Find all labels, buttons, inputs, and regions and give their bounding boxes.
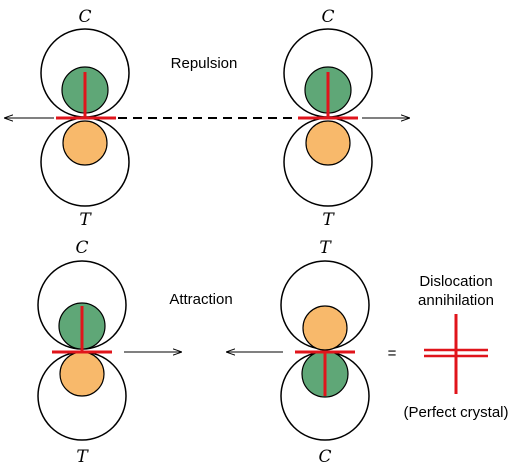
top-right-label-top: C xyxy=(321,7,334,27)
annihilated-dislocation-symbol xyxy=(424,314,488,394)
top-right-label-bottom: T xyxy=(322,210,335,230)
bottom-left-tension-atom xyxy=(59,351,105,397)
bottom-left-label-bottom: T xyxy=(76,447,89,467)
dislocation-annihilation-label-line1: Dislocation xyxy=(419,273,492,290)
bottom-right-pair: T C xyxy=(280,238,370,467)
bottom-right-label-top: T xyxy=(319,238,332,258)
bottom-left-pair: C T xyxy=(37,238,127,467)
attraction-label: Attraction xyxy=(169,291,232,308)
dislocation-annihilation-label-line2: annihilation xyxy=(418,292,494,309)
bottom-right-label-bottom: C xyxy=(318,447,331,467)
top-left-label-bottom: T xyxy=(79,210,92,230)
equals-sign: = xyxy=(388,345,397,362)
top-left-pair: C T xyxy=(40,7,130,230)
perfect-crystal-label: (Perfect crystal) xyxy=(403,404,508,421)
top-right-pair: C T xyxy=(283,7,373,230)
top-left-label-top: C xyxy=(78,7,91,27)
repulsion-label: Repulsion xyxy=(171,55,238,72)
bottom-left-label-top: C xyxy=(75,238,88,258)
bottom-right-tension-atom xyxy=(302,305,348,351)
top-right-tension-atom xyxy=(305,120,351,166)
top-left-tension-atom xyxy=(62,120,108,166)
